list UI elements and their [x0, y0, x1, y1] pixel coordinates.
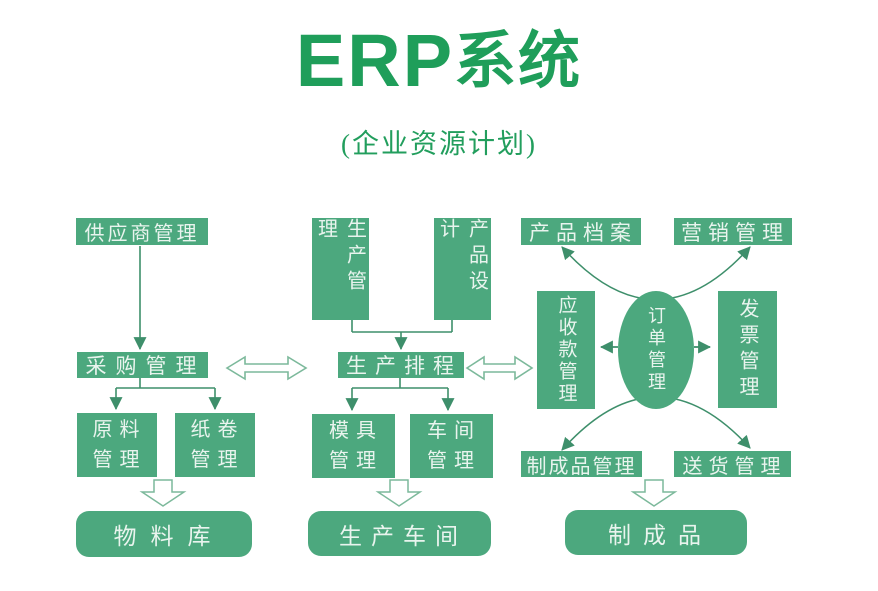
- node-purchasing-management: 采购管理: [77, 352, 208, 378]
- node-production-workshop: 生产车间: [308, 511, 491, 556]
- node-product-design: 产品设计: [434, 218, 491, 320]
- node-production-management: 生产管理: [312, 218, 369, 320]
- node-raw-material-management: 原料 管理: [77, 413, 157, 477]
- node-material-warehouse: 物料库: [76, 511, 252, 557]
- title-latin: ERP: [295, 19, 455, 102]
- node-marketing-management: 营销管理: [674, 218, 792, 245]
- node-delivery-management: 送货管理: [674, 451, 791, 478]
- node-finished-goods: 制成品: [565, 510, 747, 555]
- node-order-management: 订单管理: [618, 291, 694, 409]
- node-production-scheduling: 生产排程: [338, 352, 464, 378]
- node-workshop-management: 车间 管理: [410, 414, 493, 478]
- node-receivables-management: 应收款管理: [537, 291, 595, 409]
- node-mold-management: 模具 管理: [312, 414, 395, 478]
- node-invoice-management: 发票管理: [718, 291, 777, 408]
- title-cjk: 系统: [454, 28, 583, 96]
- node-finished-goods-management: 制成品管理: [521, 451, 642, 478]
- node-product-archive: 产品档案: [521, 218, 641, 245]
- page-subtitle: (企业资源计划): [341, 129, 537, 159]
- node-supplier-management: 供应商管理: [76, 218, 208, 245]
- node-paper-roll-management: 纸卷 管理: [175, 413, 255, 477]
- page-title: ERP系统: [0, 24, 878, 98]
